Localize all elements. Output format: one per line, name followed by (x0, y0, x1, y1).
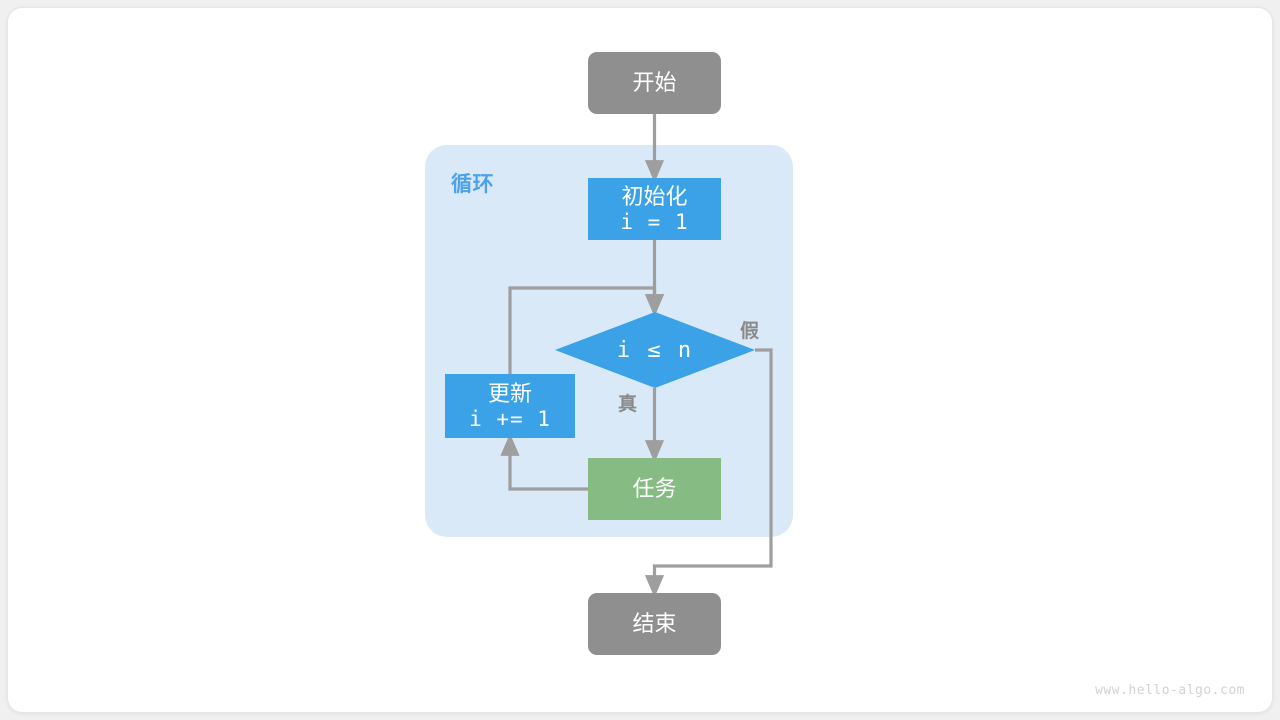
node-update: 更新 i += 1 (445, 374, 575, 438)
node-end: 结束 (588, 593, 721, 655)
edge-condition-false-to-end (644, 348, 773, 598)
node-condition: i ≤ n (555, 312, 755, 388)
edge-label-false: 假 (740, 321, 760, 342)
node-task-label: 任务 (632, 476, 677, 502)
node-update-title: 更新 (487, 380, 532, 406)
node-initialize: 初始化 i = 1 (588, 178, 721, 240)
node-start: 开始 (588, 52, 721, 114)
node-initialize-expression: i = 1 (620, 209, 689, 234)
node-condition-label: i ≤ n (616, 337, 694, 363)
loop-container-label: 循环 (451, 173, 494, 196)
node-start-label: 开始 (632, 70, 677, 96)
edge-label-true: 真 (618, 394, 638, 415)
node-end-label: 结束 (632, 611, 677, 637)
edge-update-to-condition (508, 286, 665, 374)
node-update-expression: i += 1 (469, 406, 551, 431)
edge-task-to-update (500, 433, 588, 491)
node-task: 任务 (588, 458, 721, 520)
node-initialize-title: 初始化 (621, 183, 688, 209)
watermark: www.hello-algo.com (1095, 683, 1245, 698)
